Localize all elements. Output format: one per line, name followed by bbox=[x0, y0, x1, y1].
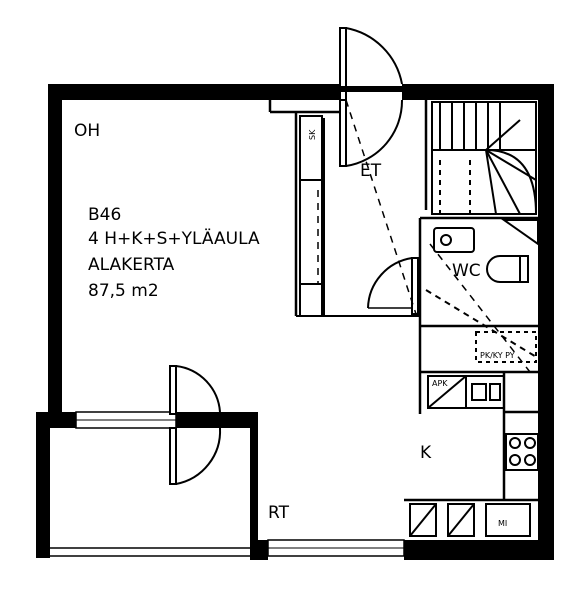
microwave-cabinet bbox=[485, 503, 531, 537]
label-mi: MI bbox=[498, 519, 507, 528]
apartment-code: B46 bbox=[88, 205, 121, 225]
balcony-door-upper bbox=[169, 365, 177, 415]
room-label-oh: OH bbox=[74, 121, 100, 141]
room-label-k: K bbox=[420, 443, 432, 463]
wall-top-left bbox=[48, 84, 340, 100]
dashed-lines bbox=[317, 99, 531, 373]
room-label-et: ET bbox=[360, 161, 382, 181]
wall-right bbox=[538, 84, 554, 560]
shelf-icon bbox=[500, 219, 539, 246]
exterior-walls bbox=[36, 84, 554, 560]
sink-icon bbox=[433, 227, 475, 253]
wc-fixtures bbox=[425, 219, 539, 363]
kitchen-fixtures bbox=[409, 375, 539, 537]
label-sk: SK bbox=[308, 129, 317, 140]
apartment-area: 87,5 m2 bbox=[88, 281, 159, 301]
apartment-floor: ALAKERTA bbox=[88, 255, 175, 275]
wall-bottom-right bbox=[404, 540, 554, 560]
sink-cabinet bbox=[465, 375, 505, 409]
windows bbox=[75, 411, 405, 557]
balcony-railing bbox=[50, 547, 250, 557]
label-apk: APK bbox=[432, 379, 448, 388]
wall-left bbox=[48, 84, 62, 414]
room-label-rt: RT bbox=[268, 503, 290, 523]
doors bbox=[169, 27, 419, 485]
label-pk-ky-py: PK/KY PY bbox=[480, 351, 515, 360]
wall-balcony-top-right bbox=[176, 412, 258, 428]
room-label-wc: WC bbox=[452, 261, 481, 281]
stove-icon bbox=[505, 433, 539, 471]
entrance-inner-door bbox=[339, 99, 347, 167]
interior-walls bbox=[268, 100, 538, 502]
stairs bbox=[431, 101, 537, 215]
wall-balcony-divider bbox=[250, 412, 258, 560]
wall-top-right bbox=[402, 84, 552, 100]
wall-balcony-left bbox=[36, 412, 50, 558]
wc-door bbox=[411, 257, 419, 315]
apartment-layout: 4 H+K+S+YLÄAULA bbox=[88, 228, 260, 249]
balcony-door-lower bbox=[169, 427, 177, 485]
toilet-icon bbox=[486, 255, 529, 283]
